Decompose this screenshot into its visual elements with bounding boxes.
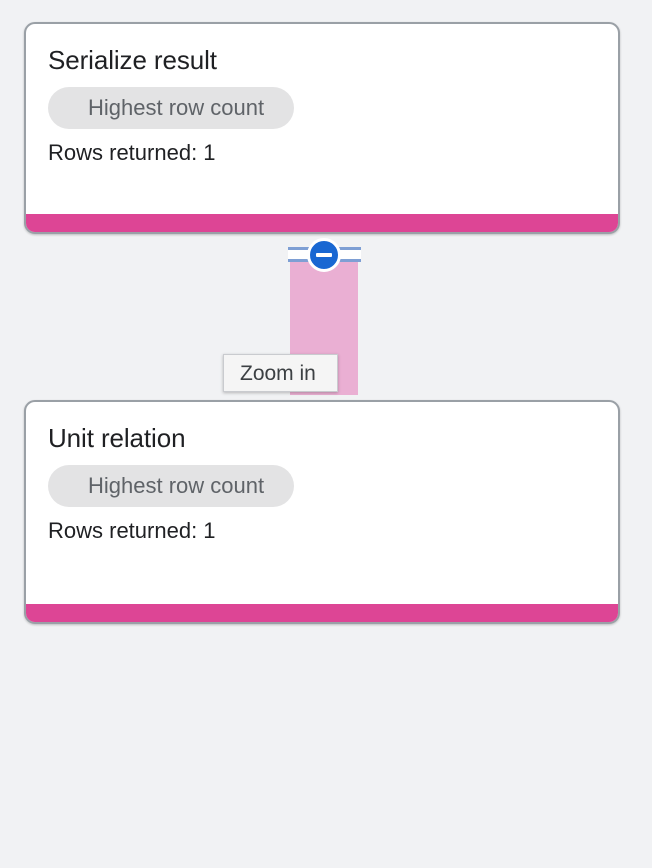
node-badge-highest-row-count: Highest row count [48, 465, 295, 507]
node-status-bar [26, 214, 618, 232]
node-badge-highest-row-count: Highest row count [48, 87, 295, 129]
node-status-bar [26, 604, 618, 622]
node-body: Serialize result Highest row count Rows … [26, 24, 618, 167]
minus-circle-icon [316, 253, 332, 257]
collapse-edge-button[interactable] [307, 238, 341, 272]
node-card-serialize-result[interactable]: Serialize result Highest row count Rows … [24, 22, 620, 234]
node-rows-returned: Rows returned: 1 [48, 140, 216, 165]
node-rows-returned: Rows returned: 1 [48, 518, 216, 543]
node-title: Serialize result [48, 45, 217, 75]
node-body: Unit relation Highest row count Rows ret… [26, 402, 618, 545]
zoom-in-tooltip: Zoom in [223, 354, 338, 392]
node-title: Unit relation [48, 423, 186, 453]
node-card-unit-relation[interactable]: Unit relation Highest row count Rows ret… [24, 400, 620, 624]
